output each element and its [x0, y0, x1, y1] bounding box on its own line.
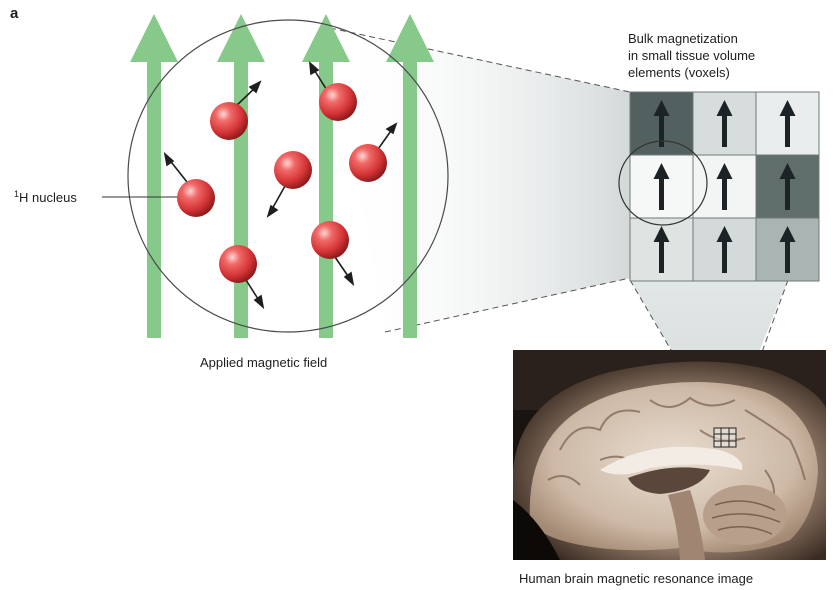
voxel-title-line-2: in small tissue volume [628, 47, 755, 64]
field-arrow-2 [217, 14, 265, 338]
nucleus-ball [274, 151, 312, 189]
voxel-title-line-1: Bulk magnetization [628, 30, 755, 47]
voxel-cell [630, 155, 693, 218]
nucleus-ball [311, 221, 349, 259]
panel-label: a [10, 6, 18, 22]
voxel-cell [630, 218, 693, 281]
nucleus-ball [349, 144, 387, 182]
mri-caption: Human brain magnetic resonance image [519, 571, 753, 587]
voxel-cell [756, 92, 819, 155]
applied-field-label: Applied magnetic field [200, 355, 327, 371]
spin-arrow [246, 280, 263, 307]
spin-arrow [335, 257, 353, 284]
nucleus-ball [210, 102, 248, 140]
field-arrow-1 [130, 14, 178, 338]
mri-image [513, 350, 830, 560]
voxel-title-line-3: elements (voxels) [628, 64, 755, 81]
voxel-cell [756, 218, 819, 281]
mri-voxel-marker [714, 428, 736, 447]
voxel-grid [630, 92, 819, 281]
spin-arrow [268, 186, 285, 216]
voxel-cell [693, 218, 756, 281]
nucleus-label-text: H nucleus [19, 190, 77, 205]
nucleus-ball [319, 83, 357, 121]
voxel-title: Bulk magnetization in small tissue volum… [628, 30, 755, 81]
mri-cerebellum [703, 485, 787, 545]
nucleus-ball [177, 179, 215, 217]
spin-arrow [165, 154, 187, 182]
nucleus-ball [219, 245, 257, 283]
nucleus-label: 1H nucleus [14, 190, 77, 206]
voxel-cell [756, 155, 819, 218]
voxel-cell [693, 92, 756, 155]
